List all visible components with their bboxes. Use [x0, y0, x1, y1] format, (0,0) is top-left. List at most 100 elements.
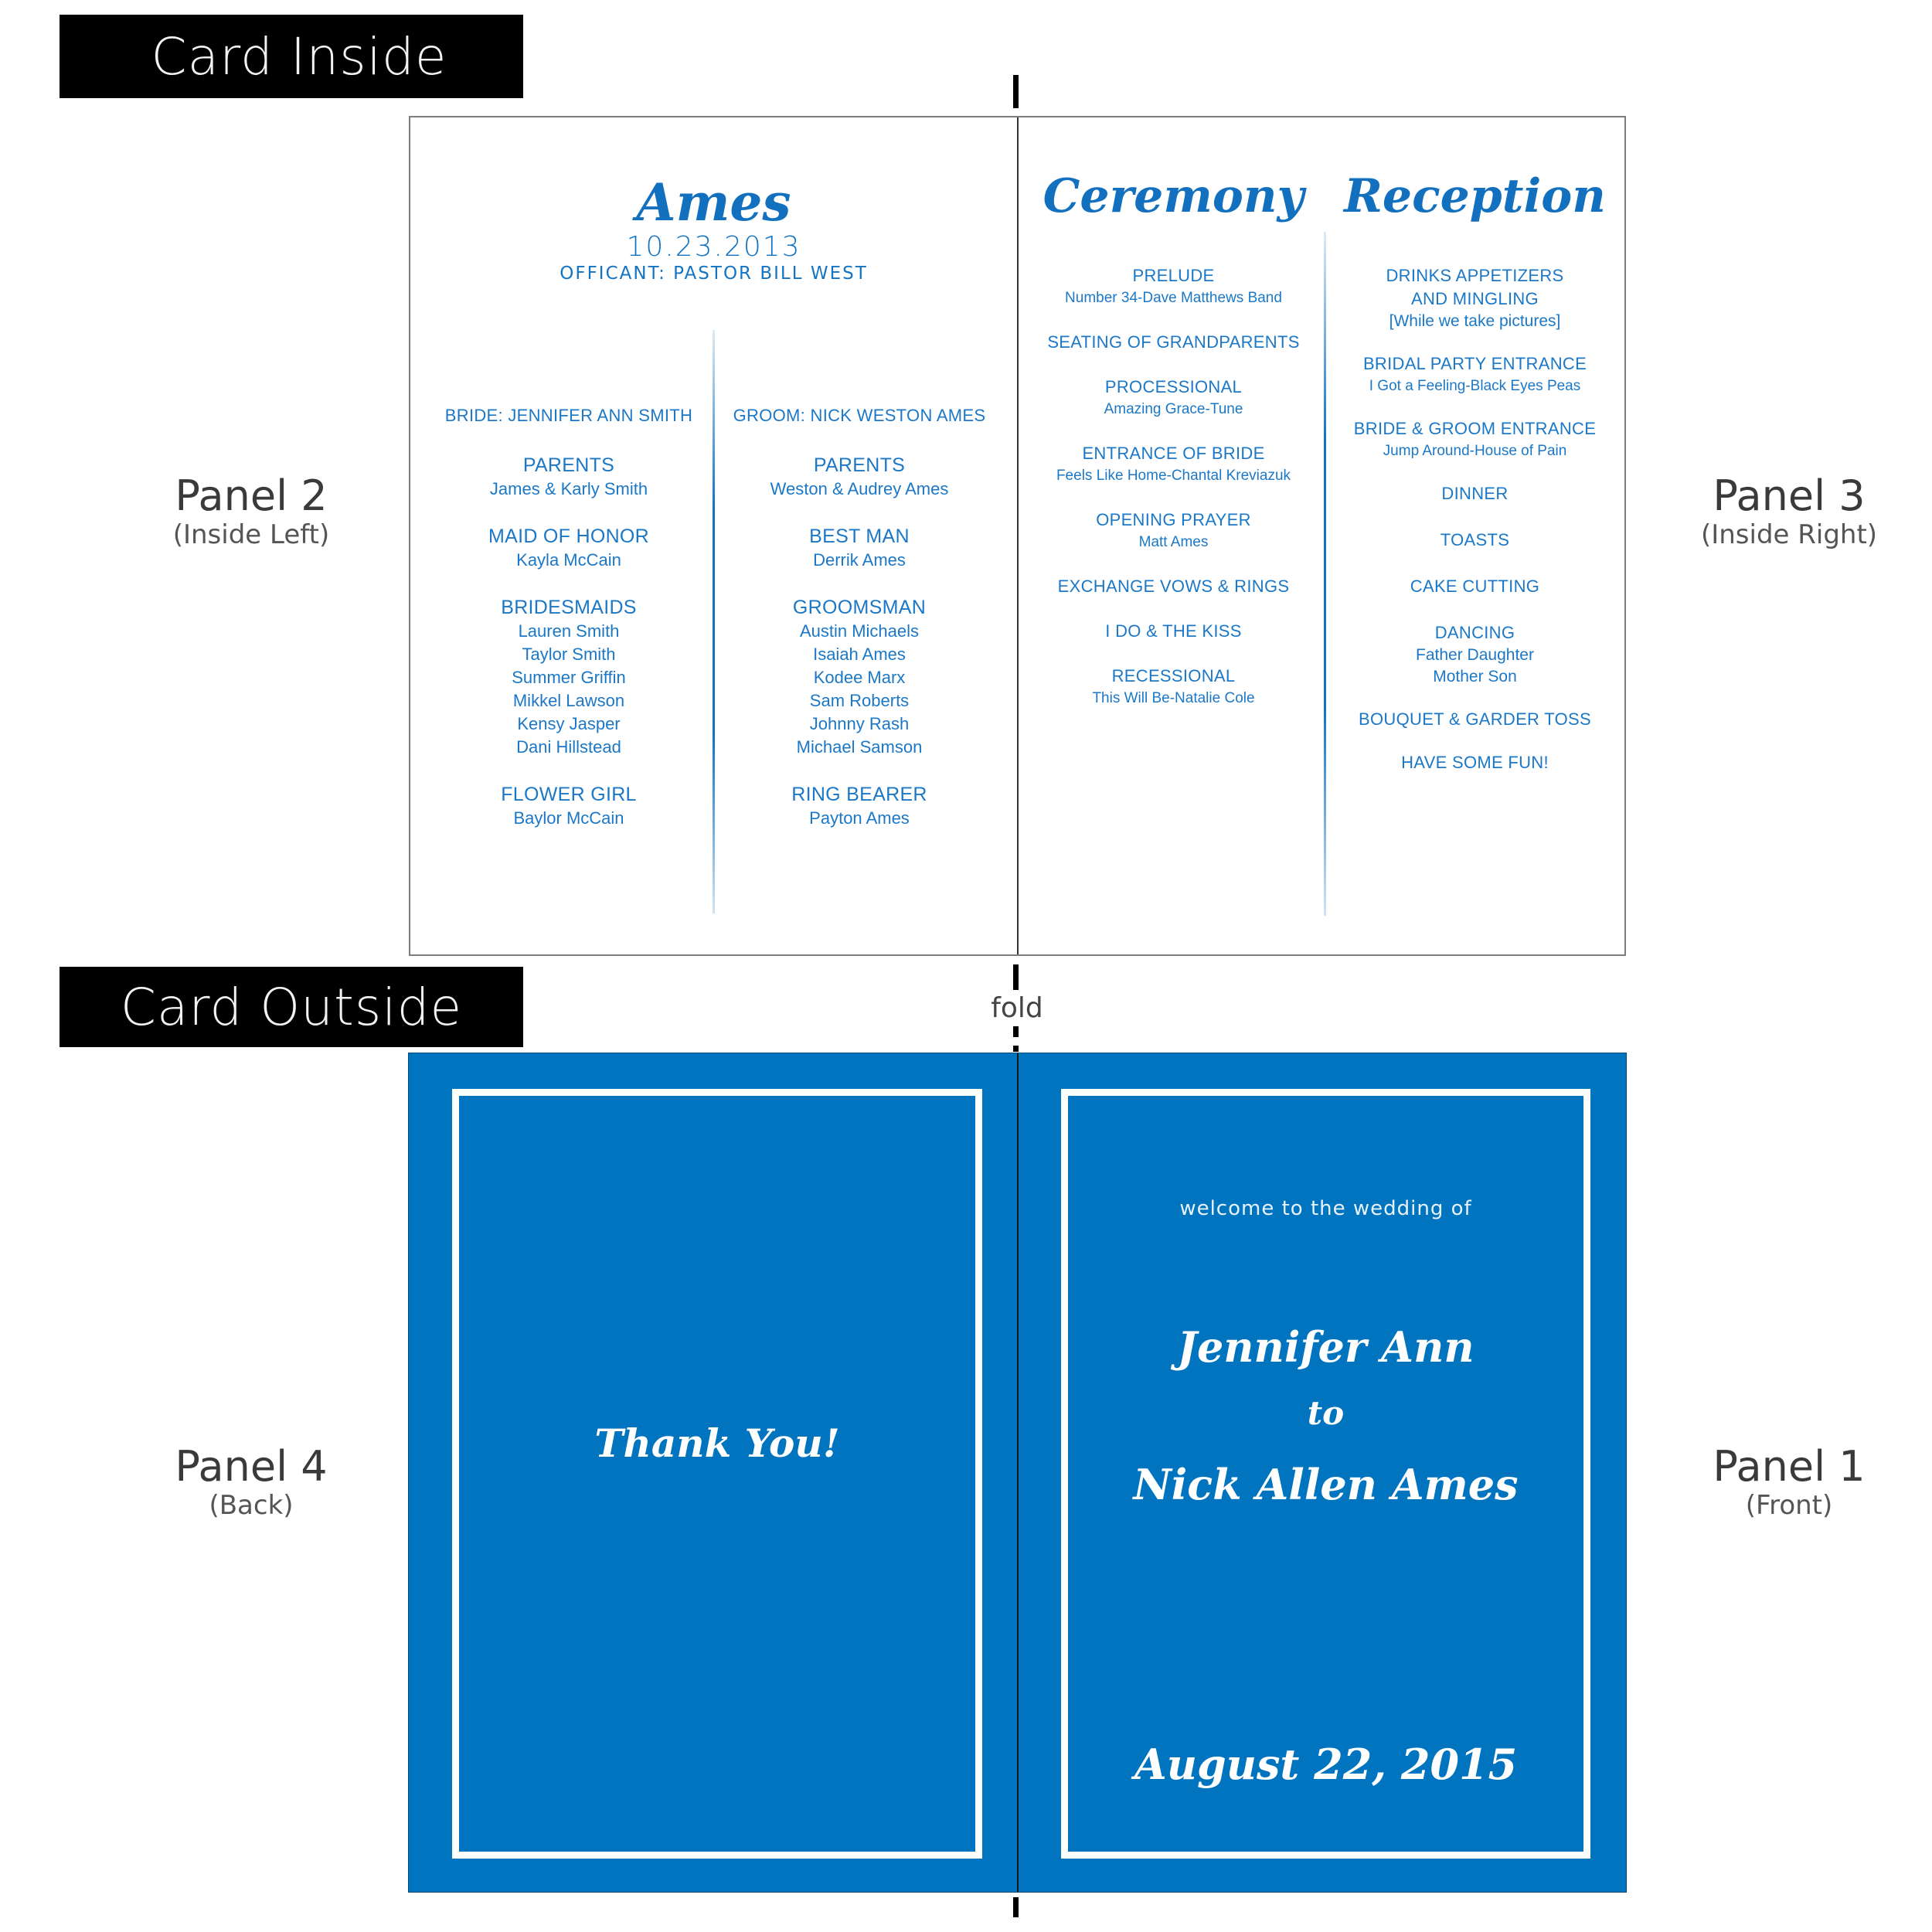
panel-4-title: Panel 4	[175, 1442, 328, 1491]
reception-title: Reception	[1344, 169, 1606, 223]
item-detail: Matt Ames	[1138, 534, 1209, 550]
item-title: EXCHANGE VOWS & RINGS	[1057, 577, 1290, 596]
group-title: PARENTS	[522, 454, 615, 476]
person-name: Kodee Marx	[813, 668, 906, 687]
bride-group-parents: PARENTS James & Karly Smith	[434, 453, 704, 501]
groom-column: GROOM: NICK WESTON AMES PARENTS Weston &…	[724, 403, 995, 853]
person-name: Dani Hillstead	[516, 737, 621, 757]
item-title: BRIDAL PARTY ENTRANCE	[1362, 354, 1587, 373]
inside-left-header: Ames 10.23.2013 OFFICANT: PASTOR BILL WE…	[410, 172, 1017, 286]
group-title: BRIDESMAIDS	[501, 597, 637, 618]
group-title: RING BEARER	[791, 784, 927, 805]
person-name: Austin Michaels	[799, 621, 920, 641]
bride-heading: BRIDE: JENNIFER ANN SMITH	[444, 406, 693, 425]
fold-mark-bottom	[1013, 1897, 1019, 1917]
ceremony-item: SEATING OF GRANDPARENTS	[1025, 331, 1322, 354]
bride-group-maid-of-honor: MAID OF HONOR Kayla McCain	[434, 524, 704, 572]
panel-1-label: Panel 1 (Front)	[1685, 1442, 1893, 1522]
item-detail: Amazing Grace-Tune	[1104, 401, 1243, 417]
item-title: I DO & THE KISS	[1105, 621, 1242, 641]
item-detail: Father Daughter	[1416, 646, 1534, 664]
fold-mark-upper	[1013, 964, 1019, 990]
panel-1-subtitle: (Front)	[1745, 1490, 1833, 1521]
panel-1-title: Panel 1	[1713, 1442, 1866, 1491]
panel-4-label: Panel 4 (Back)	[147, 1442, 355, 1522]
panel-4-subtitle: (Back)	[209, 1490, 294, 1521]
connector-to: to	[1307, 1394, 1345, 1432]
item-title: PROCESSIONAL	[1104, 377, 1243, 396]
ceremony-title: Ceremony	[1043, 169, 1304, 223]
card-inside: Ames 10.23.2013 OFFICANT: PASTOR BILL WE…	[409, 116, 1626, 956]
group-title: MAID OF HONOR	[488, 526, 650, 547]
thank-you-message: Thank You!	[594, 1420, 840, 1466]
fold-label: fold	[991, 992, 1043, 1024]
family-name-title: Ames	[636, 172, 791, 233]
ceremony-item: ENTRANCE OF BRIDE Feels Like Home-Chanta…	[1025, 442, 1322, 487]
wedding-date: August 22, 2015	[1134, 1740, 1518, 1789]
panel-2-title: Panel 2	[175, 471, 328, 520]
person-name: Lauren Smith	[518, 621, 620, 641]
item-title: RECESSIONAL	[1111, 666, 1236, 685]
welcome-text: welcome to the wedding of	[1179, 1197, 1472, 1220]
item-title: OPENING PRAYER	[1096, 510, 1251, 529]
ceremony-item: OPENING PRAYER Matt Ames	[1025, 509, 1322, 553]
item-title: HAVE SOME FUN!	[1401, 753, 1549, 772]
person-name: Baylor McCain	[513, 808, 624, 828]
bride-group-bridesmaids: BRIDESMAIDS Lauren Smith Taylor Smith Su…	[434, 595, 704, 759]
item-title-line-2: AND MINGLING	[1411, 289, 1539, 308]
reception-item: BRIDE & GROOM ENTRANCE Jump Around-House…	[1330, 417, 1620, 462]
groom-group-best-man: BEST MAN Derrik Ames	[724, 524, 995, 572]
card-outside-label: Card Outside	[60, 967, 523, 1047]
person-name: Johnny Rash	[809, 714, 910, 733]
item-title: SEATING OF GRANDPARENTS	[1047, 332, 1300, 352]
front-panel-frame	[1061, 1089, 1590, 1859]
item-detail: This Will Be-Natalie Cole	[1092, 690, 1255, 706]
item-title: BOUQUET & GARDER TOSS	[1359, 709, 1591, 729]
card-inside-label: Card Inside	[60, 15, 523, 98]
ceremony-column: Ceremony PRELUDE Number 34-Dave Matthews…	[1025, 165, 1322, 731]
person-name: Michael Samson	[796, 737, 923, 757]
item-title: ENTRANCE OF BRIDE	[1082, 444, 1265, 463]
panel-3-title: Panel 3	[1713, 471, 1866, 520]
ceremony-item: I DO & THE KISS	[1025, 620, 1322, 643]
back-panel-frame	[452, 1089, 982, 1859]
card-inside-label-text: Card Inside	[151, 26, 447, 87]
groom-name: Nick Allen Ames	[1133, 1460, 1519, 1509]
item-detail: Mother Son	[1433, 668, 1517, 685]
ceremony-item: PRELUDE Number 34-Dave Matthews Band	[1025, 264, 1322, 309]
reception-item: DINNER	[1330, 482, 1620, 505]
bride-column: BRIDE: JENNIFER ANN SMITH PARENTS James …	[434, 403, 704, 853]
inside-right-divider	[1324, 232, 1326, 916]
reception-item: HAVE SOME FUN!	[1330, 751, 1620, 774]
card-outside: Thank You! welcome to the wedding of Jen…	[408, 1053, 1627, 1893]
ceremony-item: PROCESSIONAL Amazing Grace-Tune	[1025, 376, 1322, 420]
item-title: DINNER	[1441, 484, 1509, 503]
fold-mark-lower	[1013, 1026, 1019, 1037]
person-name: Summer Griffin	[512, 668, 626, 687]
groom-group-ring-bearer: RING BEARER Payton Ames	[724, 782, 995, 830]
item-detail: Feels Like Home-Chantal Kreviazuk	[1056, 468, 1291, 484]
person-name: Isaiah Ames	[813, 645, 906, 664]
reception-item: BOUQUET & GARDER TOSS	[1330, 708, 1620, 731]
item-detail: Jump Around-House of Pain	[1383, 443, 1567, 459]
item-title: PRELUDE	[1132, 266, 1215, 285]
outside-fold-line	[1017, 1053, 1019, 1892]
reception-item: TOASTS	[1330, 529, 1620, 552]
person-name: Taylor Smith	[522, 645, 616, 664]
person-name: Derrik Ames	[813, 550, 906, 570]
officiant-line: OFFICANT: PASTOR BILL WEST	[560, 264, 868, 284]
item-detail: Number 34-Dave Matthews Band	[1065, 290, 1282, 306]
groom-group-groomsman: GROOMSMAN Austin Michaels Isaiah Ames Ko…	[724, 595, 995, 759]
item-title: CAKE CUTTING	[1410, 577, 1540, 596]
ceremony-item: RECESSIONAL This Will Be-Natalie Cole	[1025, 665, 1322, 709]
group-title: GROOMSMAN	[792, 597, 927, 618]
inside-left-divider	[713, 330, 715, 913]
card-outside-label-text: Card Outside	[120, 977, 463, 1037]
ceremony-item: EXCHANGE VOWS & RINGS	[1025, 575, 1322, 598]
person-name: Mikkel Lawson	[512, 691, 625, 710]
ceremony-date: 10.23.2013	[626, 231, 801, 263]
person-name: Kensy Jasper	[517, 714, 621, 733]
person-name: Kayla McCain	[516, 550, 621, 570]
inside-fold-line	[1017, 117, 1019, 954]
reception-column: Reception DRINKS APPETIZERS AND MINGLING…	[1330, 165, 1620, 774]
